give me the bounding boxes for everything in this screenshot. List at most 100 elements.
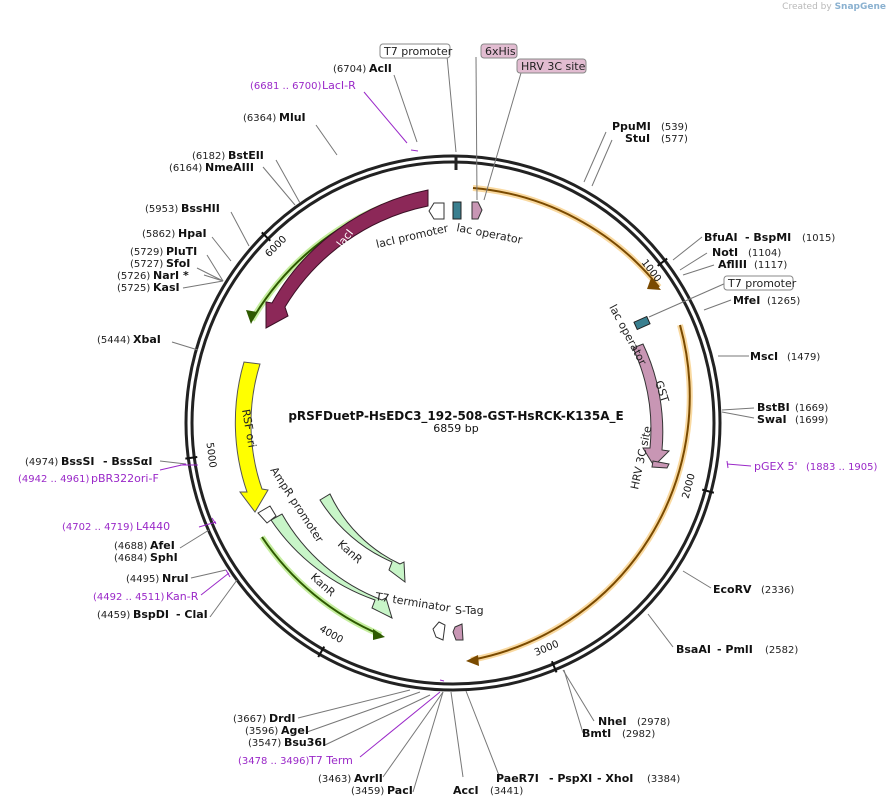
site-name: AflIII: [718, 258, 747, 271]
site-name-alt: - ClaI: [176, 608, 208, 621]
tick-label: 2000: [681, 472, 698, 499]
leader-lines: [159, 55, 755, 793]
svg-text:T7 promoter: T7 promoter: [727, 277, 797, 290]
primer-labels: (6681 .. 6700) LacI-R (4942 .. 4961) pBR…: [18, 79, 878, 767]
site-name: PpuMI: [612, 120, 651, 133]
site-name: PaeR7I: [496, 772, 539, 785]
primer-name: pBR322ori-F: [91, 472, 159, 485]
site-name: SfoI: [166, 257, 190, 270]
tick-mark: [261, 231, 272, 242]
site-name: StuI: [625, 132, 650, 145]
site-name: AccI: [453, 784, 479, 797]
site-pos: (1265): [767, 296, 800, 307]
site-name: DrdI: [269, 712, 296, 725]
site-name: MfeI: [733, 294, 760, 307]
snapgene-logo: SnapGene: [834, 2, 886, 12]
site-labels: (6704) AclI (6364) MluI (6182) BstEII (6…: [25, 62, 835, 797]
primer-range: (3478 .. 3496): [238, 756, 310, 767]
site-name: BssSI: [61, 455, 95, 468]
credit-prefix: Created by: [782, 2, 832, 12]
site-pos: (1479): [787, 352, 820, 363]
site-name: MscI: [750, 350, 778, 363]
site-pos: (6164): [169, 163, 202, 174]
tick-mark: [185, 456, 198, 460]
t7-terminator-glyph: [432, 621, 446, 641]
site-pos: (4974): [25, 457, 58, 468]
site-name-alt: - PmlI: [717, 643, 753, 656]
site-pos: (4459): [97, 610, 130, 621]
boxed-label-hrv3c-top: HRV 3C site: [516, 58, 587, 74]
site-name: SphI: [150, 551, 178, 564]
site-name: BsaAI: [676, 643, 711, 656]
site-name: MluI: [279, 111, 306, 124]
lac-operator-glyph-right: [633, 315, 651, 331]
site-name: BssHII: [181, 202, 220, 215]
orf-gst-highlight: [470, 324, 693, 663]
site-pos: (5862): [142, 229, 175, 240]
svg-text:T7 promoter: T7 promoter: [383, 45, 453, 58]
site-pos: (5725): [117, 283, 150, 294]
site-name: NruI: [162, 572, 189, 585]
site-pos: (1117): [754, 260, 787, 271]
primer-name: Kan-R: [166, 590, 199, 603]
site-name: AgeI: [281, 724, 309, 737]
site-pos: (5953): [145, 204, 178, 215]
site-pos: (2978): [637, 717, 670, 728]
site-name: BstEII: [228, 149, 264, 162]
orf-kanr-arrowhead: [373, 629, 385, 640]
plasmid-name: pRSFDuetP-HsEDC3_192-508-GST-HsRCK-K135A…: [288, 409, 623, 424]
site-name: BmtI: [582, 727, 611, 740]
site-pos: (1699): [795, 415, 828, 426]
site-pos: (5444): [97, 335, 130, 346]
snapgene-credit: Created by SnapGene: [782, 2, 886, 12]
lac-operator-glyph-top: [452, 201, 462, 220]
site-name: BfuAI: [704, 231, 738, 244]
site-pos: (3547): [248, 738, 281, 749]
primer-name: T7 Term: [308, 754, 353, 767]
tick-mark: [317, 646, 326, 658]
svg-text:HRV 3C site: HRV 3C site: [521, 60, 586, 73]
site-name: AvrII: [354, 772, 383, 785]
ampr-promoter-label: AmpR promoter: [267, 465, 326, 546]
s-tag-label: S-Tag: [455, 604, 484, 617]
site-name: Bsu36I: [284, 736, 326, 749]
site-pos: (3441): [490, 786, 523, 797]
lac-operator-label-right: lac operator: [606, 302, 649, 367]
site-pos: (6182): [192, 151, 225, 162]
site-pos: (3459): [351, 786, 384, 797]
primer-range: (4492 .. 4511): [93, 592, 165, 603]
site-name: SwaI: [757, 413, 787, 426]
boxed-label-t7-promoter-right: T7 promoter: [723, 275, 797, 291]
feature-laci-arrow: [265, 189, 429, 329]
primer-name: pGEX 5': [754, 460, 798, 473]
site-pos: (5729): [130, 247, 163, 258]
primer-range: (6681 .. 6700): [250, 81, 322, 92]
site-pos: (577): [661, 134, 688, 145]
site-name: EcoRV: [713, 583, 752, 596]
boxed-label-t7-promoter-top: T7 promoter: [379, 43, 453, 59]
orf-right: [472, 187, 660, 288]
site-name-alt: - PspXI: [549, 772, 592, 785]
site-pos: (3667): [233, 714, 266, 725]
site-pos: (3384): [647, 774, 680, 785]
site-pos: (1015): [802, 233, 835, 244]
orf-gst: [470, 324, 691, 661]
site-pos: (6704): [333, 64, 366, 75]
site-pos: (539): [661, 122, 688, 133]
site-name: BspDI: [133, 608, 169, 621]
site-pos: (2582): [765, 645, 798, 656]
site-name: BstBI: [757, 401, 790, 414]
backbone-inner: [190, 160, 716, 686]
primer-range: (4702 .. 4719): [62, 522, 134, 533]
site-name: NmeAIII: [205, 161, 254, 174]
site-pos: (4684): [114, 553, 147, 564]
hrv3c-glyph-right: [651, 460, 670, 469]
feature-kanr-arrow-outer: [270, 513, 393, 619]
primer-leader-lines: [159, 91, 752, 758]
orf-right-arrowhead: [647, 278, 661, 290]
site-pos: (1104): [748, 248, 781, 259]
site-pos: (3596): [245, 726, 278, 737]
tick-mark: [657, 257, 668, 267]
tick-label: 4000: [317, 624, 345, 646]
